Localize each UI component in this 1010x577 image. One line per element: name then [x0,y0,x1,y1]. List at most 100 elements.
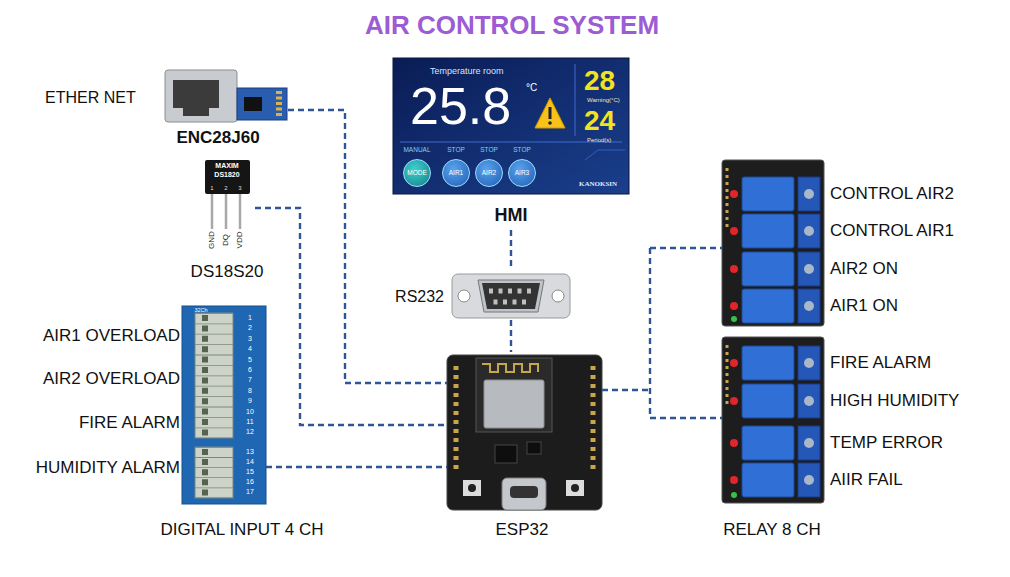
component-label: HMI [495,205,528,226]
terminal-screw [804,301,814,311]
input-signal: HUMIDITY ALARM [36,458,180,478]
relay-module: RELAY 8 CH [722,160,824,502]
terminal-separators [195,447,233,498]
dashed-connector [266,466,447,468]
button-status: STOP [447,146,465,153]
serial-connector: RS232 [452,270,570,320]
pin-header [726,345,729,407]
relay [742,346,794,380]
relay-signal: AIR1 ON [830,296,898,316]
screw-terminal [798,177,820,211]
ethernet-module: ENC28J60 [163,66,288,124]
component-label: DS18S20 [191,262,264,282]
panel-marking: 32Ch [194,307,207,313]
terminal-screw [804,189,814,199]
terminal-number: 15 [246,468,254,476]
screen-text: Warning(°C) [587,97,620,104]
input-signal: FIRE ALARM [79,413,180,433]
warning-mark [549,107,552,119]
relay-signal: CONTROL AIR2 [830,184,954,204]
interface-label: ETHER NET [45,89,136,107]
screen-unit: °C [526,82,537,94]
terminal-number: 4 [248,345,252,353]
status-led [730,302,738,310]
brand-mark: KANOKSIN [579,180,617,188]
push-button-cap [468,484,476,492]
antenna [482,364,538,372]
status-led [730,227,738,235]
sensor-leg [225,192,228,229]
push-button [463,480,481,496]
microcontroller-board: ESP32 [447,352,602,512]
terminal-screw [804,438,814,448]
screw-terminal [798,252,820,286]
push-button-cap [571,484,579,492]
usb-c-opening [510,486,538,498]
pin-number: 1 [210,185,213,192]
screw-terminal [798,384,820,418]
component-label: ESP32 [496,520,549,540]
screen-text: Temperature room [430,66,504,76]
component-label: RS232 [395,288,444,306]
terminal-number: 13 [246,448,254,456]
status-led [730,476,738,484]
sensor-body [205,160,250,194]
component-label: ENC28J60 [176,128,259,148]
screw-hole [458,290,470,302]
chip [527,442,541,454]
rj45-jack [165,70,237,122]
hmi-button: AIR1 [442,159,470,187]
pin-header [454,366,459,470]
pin-header [276,91,282,118]
button-status: STOP [480,146,498,153]
relay-signal: TEMP ERROR [830,433,943,453]
dashed-connector [602,248,722,418]
relay [742,252,794,286]
input-panel [182,306,266,504]
terminal-number: 9 [248,397,252,405]
db9-shell [478,280,544,312]
terminal-screw [804,475,814,485]
screw-terminal [798,289,820,323]
button-label: AIR1 [449,170,463,177]
pin-name: VDD [235,232,244,249]
terminal-screws [202,449,208,498]
terminal-screw [804,358,814,368]
button-label: AIR2 [482,170,496,177]
component-label: RELAY 8 CH [723,520,821,540]
relay [742,426,794,460]
rj45-opening [173,80,219,108]
button-status: MANUAL [403,146,430,153]
terminal-number: 12 [246,428,254,436]
hmi-button: MODE [403,159,431,187]
pin-number: 2 [224,185,227,192]
terminal-number: 11 [246,418,253,426]
usb-c-port [502,478,546,510]
relay-signal: CONTROL AIR1 [830,221,954,241]
input-signal: AIR2 OVERLOAD [43,369,180,389]
screen-divider [575,64,576,136]
terminal-number: 8 [248,387,252,395]
warning-mark [548,121,552,125]
db9-pins [494,300,529,305]
db9-plate [452,274,570,318]
module-shield [484,380,544,428]
status-led [730,439,738,447]
relay-signal: FIRE ALARM [830,353,931,373]
screen-decor [585,150,625,160]
sensor-leg [239,192,242,229]
status-led [730,265,738,273]
status-led [730,359,738,367]
screen-text: Period(s) [587,137,611,144]
power-led [731,316,737,322]
rj45-latch [183,106,209,116]
relay-board [722,160,824,326]
screw-terminal [798,346,820,380]
db9-pins [489,289,533,294]
button-label: MODE [407,170,427,177]
terminal-number: 6 [248,366,252,374]
relay [742,384,794,418]
sensor-leg [211,192,214,229]
button-status: STOP [513,146,531,153]
relay-signal: HIGH HUMIDITY [830,391,959,411]
